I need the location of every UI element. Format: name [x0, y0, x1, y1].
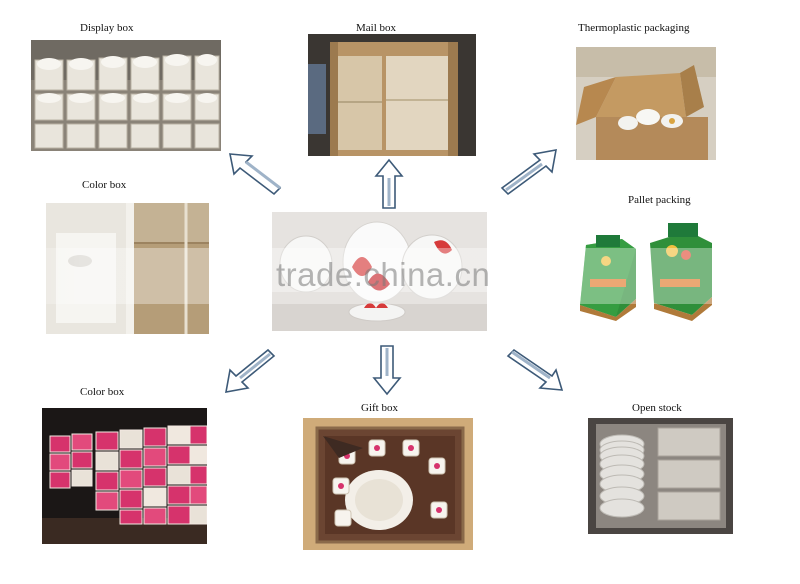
caption-open-stock: Open stock — [632, 402, 682, 414]
arrow-to-open-stock-icon — [506, 348, 564, 391]
photo-gift-box — [303, 418, 473, 550]
caption-color-box-bottom: Color box — [80, 386, 125, 398]
caption-thermoplastic: Thermoplastic packaging — [578, 22, 690, 34]
arrow-to-display-box-icon — [229, 153, 282, 196]
caption-mail-box: Mail box — [356, 22, 397, 34]
caption-pallet: Pallet packing — [628, 194, 691, 206]
watermark-text: trade.china.cn — [276, 256, 491, 293]
photo-display-box — [31, 40, 221, 151]
photo-open-stock — [588, 418, 733, 534]
caption-color-box-top: Color box — [82, 179, 127, 191]
photo-pallet — [576, 221, 718, 321]
photo-thermoplastic — [576, 47, 716, 160]
photo-color-box-top — [46, 203, 209, 334]
caption-display-box: Display box — [80, 22, 134, 34]
arrow-to-color-box-bottom-icon — [225, 348, 276, 393]
arrow-to-gift-box-icon — [372, 345, 402, 396]
arrow-to-thermoplastic-icon — [500, 149, 557, 196]
photo-mail-box — [308, 34, 476, 156]
photo-product-center — [272, 212, 487, 331]
photo-color-box-bottom — [42, 408, 207, 544]
caption-gift-box: Gift box — [361, 402, 398, 414]
arrow-to-mail-box-icon — [374, 158, 404, 209]
